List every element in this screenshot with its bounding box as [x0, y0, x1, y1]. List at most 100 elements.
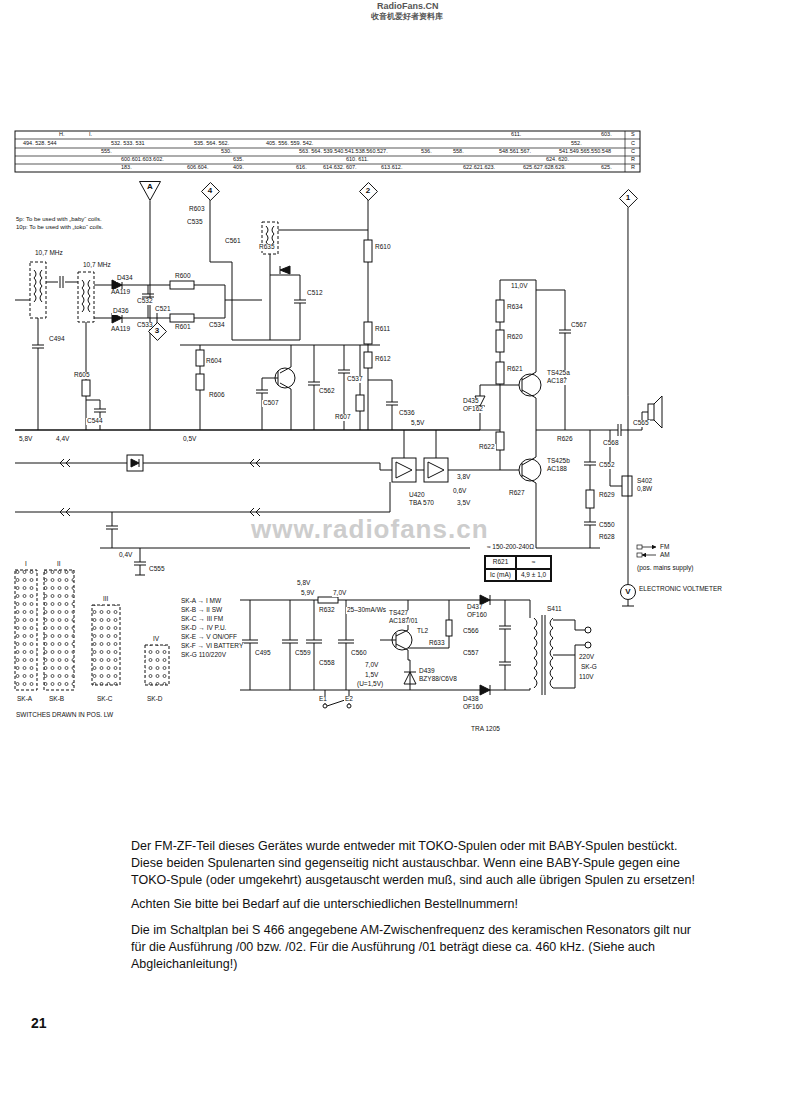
component-label: 10p: To be used with „toko“ coils.	[15, 224, 104, 230]
component-label: C559	[294, 650, 312, 657]
component-label: 10,7 MHz	[34, 250, 64, 257]
component-label: C552	[598, 462, 616, 469]
parts-table-cell: 614.632. 607.	[322, 165, 358, 171]
component-label: C557	[462, 650, 480, 657]
component-label: 3,8V	[456, 474, 471, 481]
marker-text: V	[625, 588, 630, 596]
component-label: R600	[174, 273, 192, 280]
component-label: R622	[478, 444, 496, 451]
component-label: AC187	[546, 378, 568, 385]
connector-marker: 3	[148, 322, 167, 341]
component-label: 0,5V	[182, 436, 197, 443]
component-label: C568	[602, 440, 620, 447]
parts-table-cell: 611.	[510, 132, 522, 138]
connector-marker: 2	[359, 182, 378, 201]
component-label: D437	[466, 604, 484, 611]
component-label: R603	[188, 206, 206, 213]
parts-table-cell: 530.	[220, 149, 233, 155]
voltmeter-symbol: V	[620, 584, 636, 600]
component-label: D435	[462, 398, 480, 405]
parts-table-cell: C	[630, 141, 636, 147]
parts-table-cell: 600.601.603.602.	[120, 157, 165, 163]
component-label: (pos. mains supply)	[636, 565, 694, 572]
legend: FMAM	[636, 543, 670, 559]
component-label: 5p: To be used with „baby“ coils.	[15, 216, 103, 222]
component-label: 5,5V	[410, 420, 425, 427]
component-label: SK-B → II SW	[180, 607, 223, 614]
watermark: www.radiofans.cn	[250, 516, 490, 542]
component-label: SK-D	[146, 696, 164, 703]
component-label: C561	[224, 238, 242, 245]
connector-marker: 1	[619, 189, 638, 208]
component-label: C567	[570, 322, 588, 329]
legend-entry: AM	[636, 551, 670, 559]
component-label: AC188	[546, 466, 568, 473]
parts-table-cell: 405. 556. 559. 542.	[265, 141, 314, 147]
component-label: R612	[374, 356, 392, 363]
component-label: R607	[334, 414, 352, 421]
component-label: D438	[462, 696, 480, 703]
wire-connector	[627, 207, 628, 584]
component-label: C507	[262, 400, 280, 407]
component-label: SK-D → IV P.U.	[180, 625, 227, 632]
parts-table-cell: R	[630, 165, 636, 171]
component-label: R629	[598, 492, 616, 499]
component-label: TS425a	[546, 370, 571, 377]
component-label: E2	[344, 696, 354, 703]
component-label: 5,8V	[296, 580, 311, 587]
parts-table-cell: 555.	[100, 149, 113, 155]
component-label: 7,0V	[332, 590, 347, 597]
connector-marker: A	[139, 181, 161, 201]
parts-table-cell: 613.612.	[380, 165, 403, 171]
marker-text: A	[147, 183, 153, 191]
component-label: R628	[598, 534, 616, 541]
component-label: 1,5V	[364, 672, 379, 679]
component-label: IV	[152, 636, 160, 643]
parts-table-cell: 625.	[600, 165, 613, 171]
component-label: 3,5V	[456, 500, 471, 507]
parts-table-cell: H.	[58, 132, 66, 138]
component-label: R634	[506, 304, 524, 311]
component-label: 0,8W	[636, 486, 653, 493]
component-label: 5,9V	[300, 590, 315, 597]
component-label: D434	[116, 275, 134, 282]
parts-table-cell: 535. 564. 562.	[193, 141, 230, 147]
parts-table-cell: 606.604.	[186, 165, 209, 171]
component-label: R611	[374, 326, 391, 333]
component-label: 110V	[578, 674, 595, 681]
component-label: C555	[148, 566, 166, 573]
component-label: R620	[506, 334, 524, 341]
legend-entry: FM	[636, 543, 670, 551]
legend-swatch	[636, 551, 658, 559]
parts-table-cell: C	[630, 149, 636, 155]
component-label: SK-A	[16, 696, 33, 703]
site-header: 收音机爱好者资料库	[370, 13, 444, 21]
component-label: OF162	[462, 406, 484, 413]
component-label: D436	[112, 308, 130, 315]
component-label: ≈ 150-200-240Ω	[486, 544, 535, 551]
component-label: C565	[632, 420, 650, 427]
component-label: R606	[208, 392, 226, 399]
component-label: D439	[418, 668, 436, 675]
note-paragraph: Der FM-ZF-Teil dieses Gerätes wurde entw…	[130, 838, 704, 889]
connector-marker: 4	[201, 182, 220, 201]
component-label: AA119	[110, 289, 131, 296]
site-header: RadioFans.CN	[376, 2, 440, 11]
parts-table-cell: 563. 564. 539.540.541.538.560.527.	[298, 149, 389, 155]
marker-text: 1	[626, 194, 630, 202]
page-number: 21	[30, 1016, 48, 1030]
parts-table-cell: R	[630, 157, 636, 163]
parts-table-cell: 558.	[452, 149, 465, 155]
component-label: (U=1,5V)	[356, 681, 384, 688]
parts-table-cell: 548.561.567.	[498, 149, 532, 155]
component-label: II	[56, 561, 62, 568]
component-label: C560	[350, 650, 368, 657]
component-label: AC187/01	[388, 618, 419, 625]
note-paragraph: Die im Schaltplan bei S 466 angegebene A…	[130, 922, 704, 973]
parts-table-cell: 610. 611.	[345, 157, 370, 163]
component-label: 25–30mA/Ws	[346, 607, 387, 614]
component-label: 5,8V	[18, 436, 33, 443]
component-label: 220V	[578, 654, 595, 661]
component-label: 4,4V	[55, 436, 70, 443]
component-label: I	[24, 561, 28, 568]
